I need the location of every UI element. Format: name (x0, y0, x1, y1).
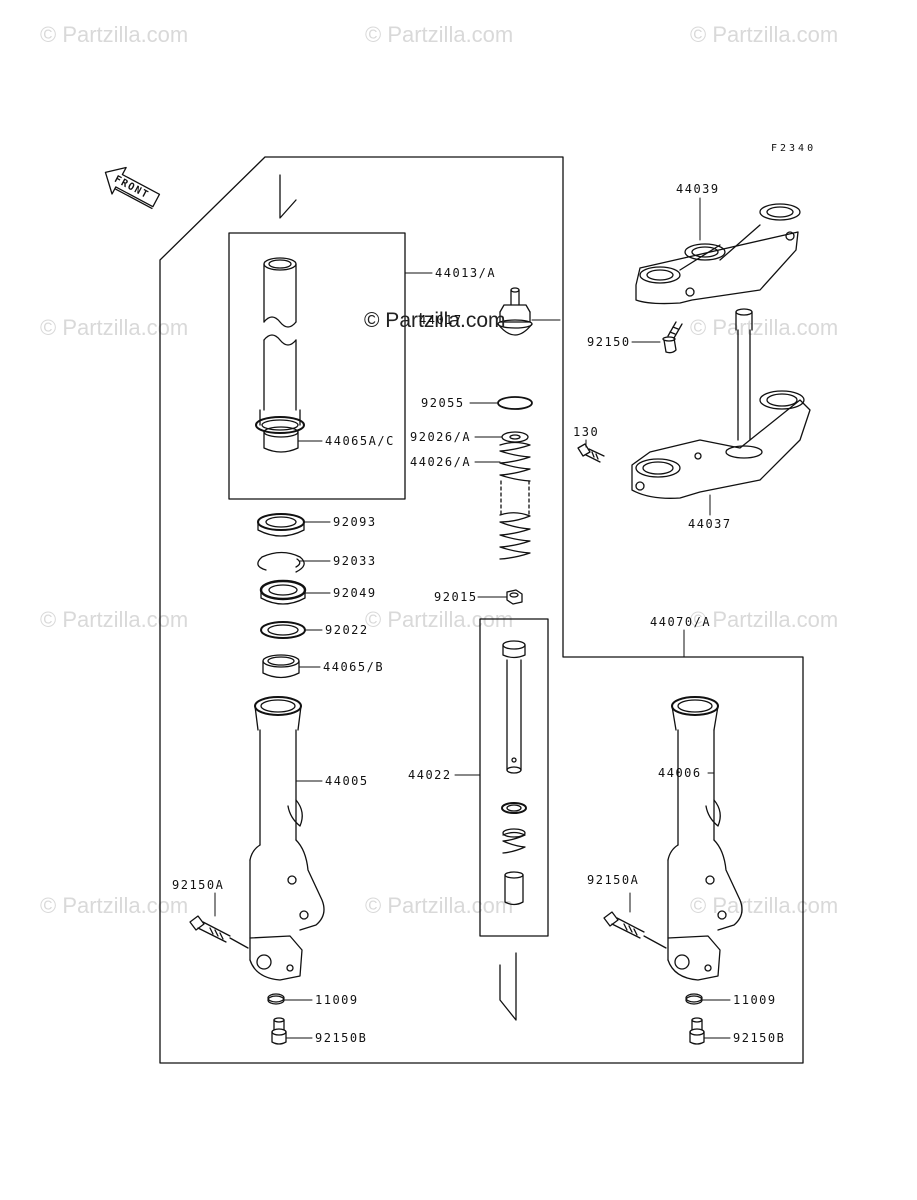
part-label-92015[interactable]: 92015 (434, 590, 478, 604)
bushing-44065ac (263, 426, 299, 453)
part-label-44037[interactable]: 44037 (688, 517, 732, 531)
watermark: © Partzilla.com (365, 22, 514, 47)
watermark: © Partzilla.com (690, 22, 839, 47)
leader-lines (214, 197, 731, 1039)
inner-tube-part (255, 257, 305, 434)
part-label-92150[interactable]: 92150 (587, 335, 631, 349)
part-label-92093[interactable]: 92093 (333, 515, 377, 529)
part-label-92150a-left[interactable]: 92150A (172, 878, 225, 892)
part-label-44070[interactable]: 44070/A (650, 615, 712, 629)
part-label-92049[interactable]: 92049 (333, 586, 377, 600)
part-label-92033[interactable]: 92033 (333, 554, 377, 568)
bolt-92150b-left (271, 1017, 287, 1045)
cap-bolt-44017 (497, 287, 533, 336)
part-label-92026[interactable]: 92026/A (410, 430, 472, 444)
part-label-11009-right[interactable]: 11009 (733, 993, 777, 1007)
bolt-92150b-right (689, 1017, 705, 1045)
part-label-92022[interactable]: 92022 (325, 623, 369, 637)
part-label-44065ac[interactable]: 44065A/C (325, 434, 395, 448)
upper-bracket-44039 (635, 203, 801, 305)
assembly-frame (159, 156, 804, 1064)
oil-seal-92093 (257, 513, 305, 537)
outer-tube-44005 (249, 696, 325, 981)
part-label-44017[interactable]: 44017 (419, 313, 463, 327)
o-ring-92055 (497, 396, 533, 410)
bolt-92150a-right (603, 911, 667, 949)
part-label-92150b-right[interactable]: 92150B (733, 1031, 786, 1045)
part-label-44005[interactable]: 44005 (325, 774, 369, 788)
watermark: © Partzilla.com (40, 315, 189, 340)
cut-mark-bottom (499, 952, 517, 1021)
part-label-44065b[interactable]: 44065/B (323, 660, 385, 674)
fork-spring-44026 (499, 441, 531, 560)
part-label-130[interactable]: 130 (573, 425, 600, 439)
part-label-92055[interactable]: 92055 (421, 396, 465, 410)
inner-box-left (228, 232, 406, 500)
bolt-92150 (662, 321, 683, 354)
watermark: © Partzilla.com (40, 22, 189, 47)
part-label-44006[interactable]: 44006 (658, 766, 702, 780)
damper-rod-44022 (501, 640, 527, 906)
oil-seal-92049 (259, 579, 307, 605)
watermark: © Partzilla.com (690, 607, 839, 632)
figure-code: F2340 (771, 143, 817, 154)
spacer-92026 (501, 431, 529, 443)
outer-tube-44006 (667, 696, 743, 981)
part-label-44039[interactable]: 44039 (676, 182, 720, 196)
part-label-92150b-left[interactable]: 92150B (315, 1031, 368, 1045)
retaining-clip-92033 (257, 551, 305, 573)
watermark: © Partzilla.com (365, 893, 514, 918)
part-label-92150a-right[interactable]: 92150A (587, 873, 640, 887)
part-label-44013[interactable]: 44013/A (435, 266, 497, 280)
washer-92022 (260, 621, 306, 639)
part-label-44022[interactable]: 44022 (408, 768, 452, 782)
bolt-92150a-left (189, 915, 249, 949)
watermark: © Partzilla.com (690, 315, 839, 340)
bolt-130 (577, 443, 605, 463)
nut-92015 (506, 589, 523, 605)
washer-11009-right (685, 993, 703, 1005)
front-arrow-icon (104, 166, 161, 210)
part-label-11009-left[interactable]: 11009 (315, 993, 359, 1007)
watermark: © Partzilla.com (690, 893, 839, 918)
washer-11009-left (267, 993, 285, 1005)
watermark: © Partzilla.com (40, 607, 189, 632)
bushing-44065b (262, 654, 300, 679)
steering-stem-44037 (631, 308, 811, 499)
inner-box-center (479, 618, 549, 937)
watermark-overlay: © Partzilla.com (364, 309, 506, 332)
cut-mark-top (279, 174, 297, 219)
part-label-44026[interactable]: 44026/A (410, 455, 472, 469)
watermark: © Partzilla.com (40, 893, 189, 918)
